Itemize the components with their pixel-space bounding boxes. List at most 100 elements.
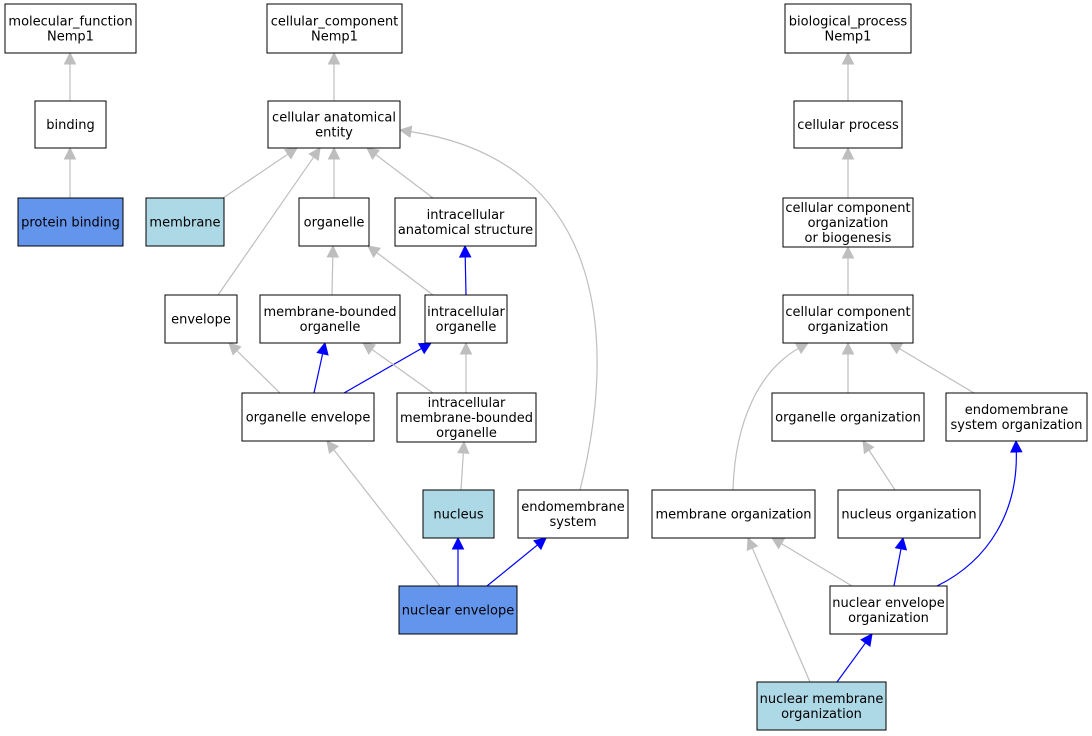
node-label-line: organelle [300,320,361,335]
node-nucleus[interactable]: nucleus [422,489,495,539]
edge-arrowhead [794,342,809,355]
node-label-line: nucleus [433,508,483,523]
node-mo[interactable]: membrane organization [651,489,816,539]
node-box [241,392,375,442]
node-label-line: membrane-bounded [400,411,533,426]
node-cp[interactable]: cellular process [793,100,903,149]
edge-oe-to-io [343,342,432,394]
node-label-line: endomembrane [521,500,625,515]
node-label-line: nuclear envelope [402,604,514,619]
edge-io-to-ias [458,244,472,296]
node-box [517,489,629,539]
node-box [398,585,518,635]
node-label-line: intracellular [427,305,505,320]
node-box [267,100,401,149]
edge-arrowhead [398,125,413,138]
node-box [782,294,914,344]
node-label-line: Nemp1 [825,30,872,45]
node-no[interactable]: nucleus organization [837,489,981,539]
edge-line [893,547,902,587]
node-label-line: endomembrane [965,403,1069,418]
edge-line [780,542,853,587]
node-label-line: nuclear envelope [832,596,944,611]
edge-neo-to-mo [771,537,853,587]
node-box [394,197,537,247]
edge-line [343,347,423,394]
node-ne[interactable]: nuclear envelope [398,585,518,635]
node-oe[interactable]: organelle envelope [241,392,375,442]
edge-arrowhead [451,536,465,550]
edges-layer [63,51,1023,683]
edge-protein_binding-to-binding [63,146,77,198]
edge-line [751,546,811,683]
edge-arrowhead [327,146,341,160]
edge-arrowhead [533,537,547,551]
edge-line [331,255,334,296]
edge-ems-to-cae [398,125,598,491]
edge-neo-to-eso [936,439,1023,587]
edge-oe-to-mbo [313,341,329,394]
node-protein-binding[interactable]: protein binding [17,197,124,247]
node-box [266,3,403,54]
edge-line [898,347,975,394]
edge-organelle-to-cae [327,146,341,198]
edge-arrowhead [860,633,873,648]
edge-mbo-to-organelle [326,244,340,296]
node-membrane[interactable]: membrane [145,197,225,247]
edge-arrowhead [308,147,321,162]
node-label-line: organization [808,320,889,335]
node-label-line: membrane-bounded [263,305,396,320]
node-label-line: system [550,515,597,530]
edge-line [486,543,539,587]
node-box [424,294,508,344]
node-binding[interactable]: binding [34,100,107,149]
edge-oe-to-envelope [228,342,281,394]
edge-line [222,153,290,199]
edge-cco-to-ccob [841,245,855,295]
node-label-line: organization [848,611,929,626]
node-organelle[interactable]: organelle [298,197,370,247]
node-box [784,3,912,54]
edge-arrowhead [841,51,855,65]
edge-nmo-to-mo [746,536,811,683]
edge-arrowhead [316,341,329,356]
edge-arrowhead [63,51,77,65]
node-label-line: entity [315,126,353,141]
node-box [793,100,903,149]
node-box [945,392,1088,442]
edge-arrowhead [459,341,473,355]
edge-arrowhead [456,440,470,454]
node-label-line: membrane [149,216,220,231]
edge-arrowhead [1010,439,1023,453]
edge-eso-to-cco [889,342,975,394]
node-envelope[interactable]: envelope [164,294,238,344]
edge-arrowhead [326,244,340,258]
node-label-line: organelle [436,426,497,441]
node-box [771,392,925,442]
node-label-line: organelle [436,320,497,335]
edge-io-to-organelle [367,245,434,296]
edge-line [374,153,434,199]
node-oo[interactable]: organelle organization [771,392,925,442]
edge-arrowhead [458,244,472,258]
edge-curve [732,347,800,491]
edge-arrowhead [841,341,855,355]
edge-membrane-to-cae [222,147,298,199]
edge-arrowhead [771,537,786,550]
node-label-line: organelle envelope [246,411,371,426]
